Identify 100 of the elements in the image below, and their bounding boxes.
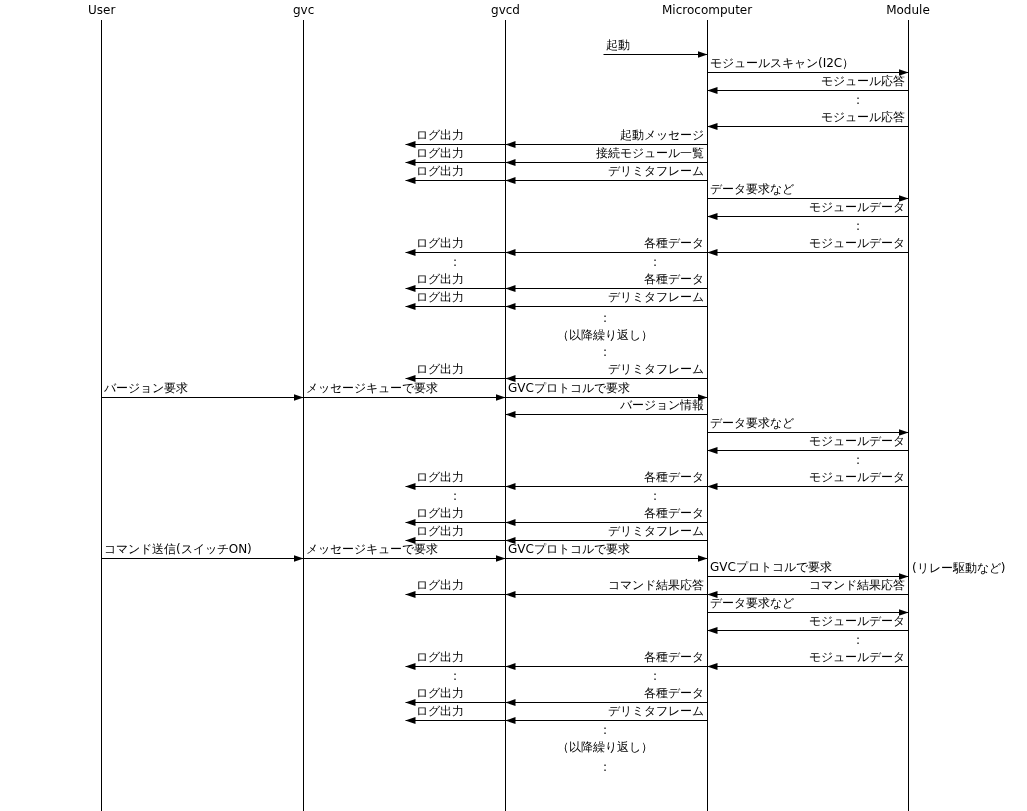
message-label: データ要求など <box>710 597 794 609</box>
continuation-mark: : <box>453 256 458 268</box>
message-arrow <box>505 717 708 724</box>
note-text: （以降繰り返し） <box>557 329 653 341</box>
message-arrow <box>405 591 506 598</box>
message-label: ログ出力 <box>416 471 464 483</box>
message-label: ログ出力 <box>416 687 464 699</box>
message-label: バージョン要求 <box>104 382 188 394</box>
message-label: モジュールデータ <box>809 471 905 483</box>
message-arrow <box>707 663 909 670</box>
message-label: GVCプロトコルで要求 <box>710 561 832 573</box>
participant-name: gvcd <box>490 2 521 17</box>
note-text: （以降繰り返し） <box>557 741 653 753</box>
message-arrow <box>405 375 506 382</box>
message-label: ログ出力 <box>416 291 464 303</box>
message-label: メッセージキューで要求 <box>306 382 438 394</box>
message-label: デリミタフレーム <box>608 291 704 303</box>
message-arrow <box>405 249 506 256</box>
continuation-mark: : <box>603 346 608 358</box>
message-arrow <box>707 123 909 130</box>
message-arrow <box>505 519 708 526</box>
message-label: 各種データ <box>644 237 704 249</box>
message-label: ログ出力 <box>416 579 464 591</box>
message-label: ログ出力 <box>416 273 464 285</box>
participant-name: gvc <box>292 2 316 17</box>
message-label: ログ出力 <box>416 363 464 375</box>
message-arrow <box>405 141 506 148</box>
message-label: ログ出力 <box>416 237 464 249</box>
message-label: ログ出力 <box>416 507 464 519</box>
message-arrow <box>405 519 506 526</box>
continuation-mark: : <box>856 454 861 466</box>
message-label: ログ出力 <box>416 705 464 717</box>
message-arrow <box>405 303 506 310</box>
message-arrow <box>707 447 909 454</box>
message-arrow <box>505 285 708 292</box>
message-label: モジュール応答 <box>821 111 905 123</box>
message-label: 各種データ <box>644 507 704 519</box>
message-label: デリミタフレーム <box>608 525 704 537</box>
message-arrow <box>707 591 909 598</box>
message-arrow <box>405 285 506 292</box>
continuation-mark: : <box>603 761 608 773</box>
message-label: モジュールデータ <box>809 651 905 663</box>
message-label: 各種データ <box>644 471 704 483</box>
message-label: 各種データ <box>644 687 704 699</box>
message-arrow <box>405 177 506 184</box>
message-label: ログ出力 <box>416 147 464 159</box>
message-arrow <box>405 537 506 544</box>
message-arrow <box>707 69 909 76</box>
message-label: コマンド送信(スイッチON) <box>104 543 252 555</box>
message-label: ログ出力 <box>416 165 464 177</box>
continuation-mark: : <box>856 634 861 646</box>
message-label: バージョン情報 <box>620 399 704 411</box>
continuation-mark: : <box>653 490 658 502</box>
message-arrow <box>707 195 909 202</box>
continuation-mark: : <box>653 256 658 268</box>
continuation-mark: : <box>603 724 608 736</box>
message-arrow <box>405 483 506 490</box>
message-label: デリミタフレーム <box>608 363 704 375</box>
continuation-mark: : <box>453 670 458 682</box>
message-label: データ要求など <box>710 417 794 429</box>
message-arrow <box>505 591 708 598</box>
continuation-mark: : <box>603 312 608 324</box>
message-arrow <box>405 717 506 724</box>
continuation-mark: : <box>653 670 658 682</box>
message-arrow <box>505 537 708 544</box>
message-arrow <box>707 213 909 220</box>
message-arrow <box>707 249 909 256</box>
message-label: モジュールデータ <box>809 201 905 213</box>
message-label: モジュールデータ <box>809 435 905 447</box>
participant-name: Module <box>885 2 931 17</box>
message-arrow <box>405 159 506 166</box>
message-arrow <box>505 394 708 401</box>
message-label: 起動メッセージ <box>620 129 704 141</box>
message-arrow <box>505 699 708 706</box>
message-label: コマンド結果応答 <box>608 579 704 591</box>
continuation-mark: : <box>856 220 861 232</box>
message-label: 各種データ <box>644 651 704 663</box>
message-label: ログ出力 <box>416 525 464 537</box>
message-label: ログ出力 <box>416 651 464 663</box>
participant-name: User <box>87 2 117 17</box>
message-label: 各種データ <box>644 273 704 285</box>
message-label: モジュールスキャン(I2C） <box>710 57 855 69</box>
message-label: モジュールデータ <box>809 237 905 249</box>
message-label: GVCプロトコルで要求 <box>508 543 630 555</box>
message-arrow <box>707 573 909 580</box>
message-arrow <box>505 177 708 184</box>
message-arrow <box>505 555 708 562</box>
message-label: 起動 <box>606 39 630 51</box>
message-label: データ要求など <box>710 183 794 195</box>
message-arrow <box>505 141 708 148</box>
message-arrow <box>707 429 909 436</box>
message-arrow <box>707 627 909 634</box>
message-label: デリミタフレーム <box>608 165 704 177</box>
message-arrow <box>101 555 304 562</box>
message-arrow <box>603 51 708 58</box>
continuation-mark: : <box>856 94 861 106</box>
participant-name: Microcomputer <box>661 2 754 17</box>
note-text: (リレー駆動など) <box>912 562 1006 574</box>
message-label: GVCプロトコルで要求 <box>508 382 630 394</box>
message-arrow <box>505 375 708 382</box>
